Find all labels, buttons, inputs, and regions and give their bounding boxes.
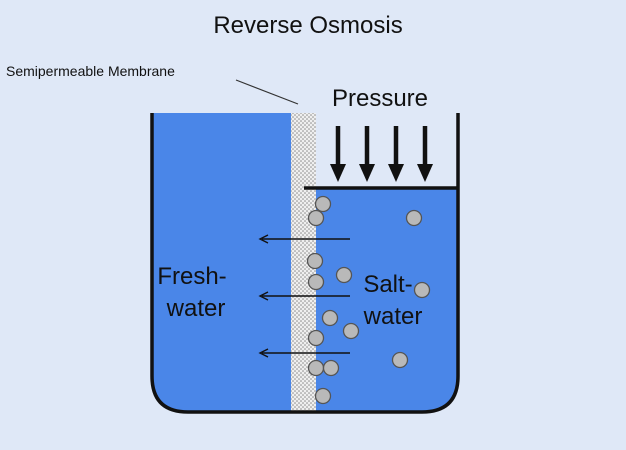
container-outline — [150, 113, 460, 414]
pressure-label: Pressure — [332, 85, 428, 112]
saltwater-label-line2: water — [363, 303, 423, 330]
flow-arrows — [258, 234, 350, 358]
saltwater-compartment — [316, 188, 458, 412]
membrane-leader-line — [235, 79, 299, 105]
membrane-label: Semipermeable Membrane — [6, 63, 175, 79]
freshwater-label-line1: Fresh- — [157, 263, 226, 290]
freshwater-label-line2: water — [166, 295, 226, 322]
diagram-title: Reverse Osmosis — [213, 12, 402, 39]
pressure-arrows — [330, 126, 433, 182]
saltwater-label-line1: Salt- — [363, 271, 412, 298]
freshwater-compartment — [152, 113, 291, 412]
salt-particles — [306, 195, 431, 405]
